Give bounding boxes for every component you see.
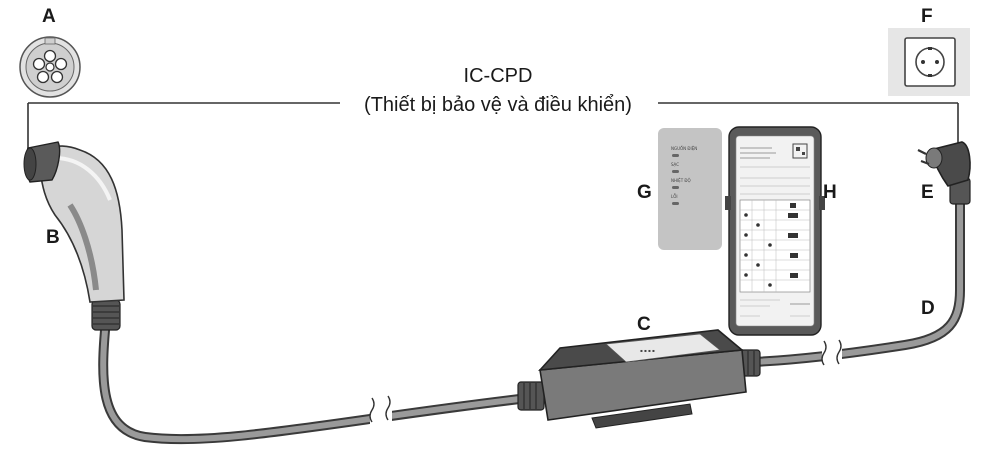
mains-plug bbox=[917, 141, 971, 205]
mains-cable bbox=[747, 195, 965, 368]
control-box: ▪ ▪ ▪ ▪ bbox=[517, 329, 761, 429]
ic-cpd-subtitle: (Thiết bị bảo vệ và điều khiển) bbox=[364, 94, 632, 116]
status-item-charging: SẠC bbox=[671, 162, 679, 167]
status-item-fault: LỖI bbox=[671, 194, 678, 199]
vehicle-connector-handle bbox=[23, 141, 125, 331]
label-b: B bbox=[46, 227, 60, 248]
label-c: C bbox=[637, 314, 651, 335]
ic-cpd-bracket bbox=[27, 102, 959, 152]
status-item-power: NGUỒN ĐIỆN bbox=[671, 146, 697, 151]
control-box-panel-text: ▪ ▪ ▪ ▪ bbox=[640, 348, 655, 353]
label-e: E bbox=[921, 182, 934, 203]
rear-label-card bbox=[725, 126, 825, 336]
label-a: A bbox=[42, 6, 56, 27]
connector-face-icon bbox=[19, 36, 81, 98]
label-f: F bbox=[921, 6, 933, 27]
ic-cpd-title: IC-CPD bbox=[464, 65, 533, 87]
status-panel: NGUỒN ĐIỆN SẠC NHIỆT ĐỘ LỖI bbox=[658, 128, 722, 250]
wall-socket-icon bbox=[888, 28, 970, 96]
label-h: H bbox=[823, 182, 837, 203]
label-g: G bbox=[637, 182, 652, 203]
status-item-temperature: NHIỆT ĐỘ bbox=[671, 178, 691, 183]
vehicle-cable bbox=[98, 315, 533, 445]
label-d: D bbox=[921, 298, 935, 319]
